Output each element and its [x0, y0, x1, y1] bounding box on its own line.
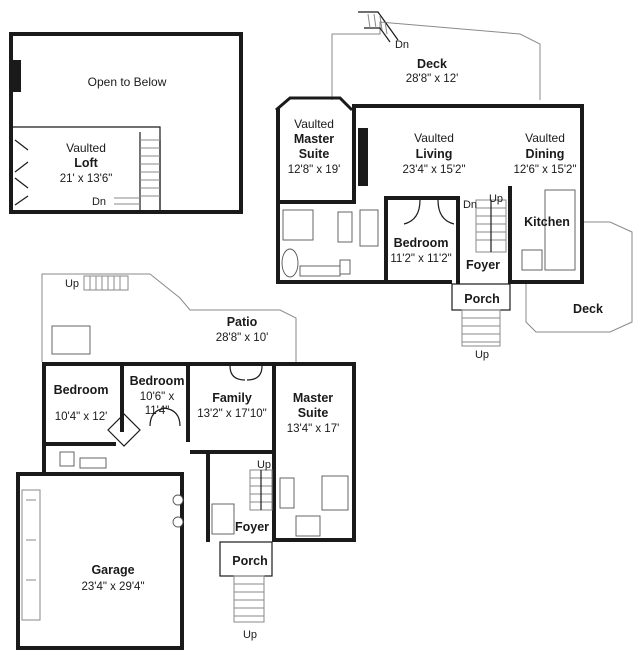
dining-vaulted: Vaulted [525, 131, 565, 145]
kitchen-name: Kitchen [524, 215, 570, 229]
loft-name: Loft [74, 156, 98, 170]
lower-master-line1: Master [293, 391, 333, 405]
lower-foyer-name: Foyer [235, 520, 269, 534]
main-master-line1: Master [294, 132, 334, 146]
lower-patio-stair-up: Up [65, 278, 79, 290]
loft-dim: 21' x 13'6" [60, 173, 113, 185]
loft-stair [114, 132, 161, 210]
main-stair [475, 199, 507, 253]
garage-name: Garage [91, 563, 134, 577]
lower-master-line2: Suite [298, 406, 329, 420]
family-dim: 13'2" x 17'10" [197, 408, 266, 420]
main-master-line2: Suite [299, 147, 330, 161]
loft-plan: Open to Below Vaulted Loft 21' x 13'6" D… [9, 32, 243, 214]
main-porch-name: Porch [464, 292, 499, 306]
main-foyer-name: Foyer [466, 258, 500, 272]
main-master-dim: 12'8" x 19' [288, 164, 341, 176]
open-to-below-label: Open to Below [88, 75, 167, 89]
deck-stair [358, 11, 399, 43]
deck-stair-dn: Dn [395, 39, 409, 51]
lower-porch-name: Porch [232, 554, 267, 568]
main-stair-up: Up [489, 193, 503, 205]
living-dim: 23'4" x 15'2" [402, 164, 465, 176]
lower-main-stair-up: Up [257, 459, 271, 471]
patio-name: Patio [227, 315, 258, 329]
loft-stair-dn: Dn [92, 196, 106, 208]
family-name: Family [212, 391, 252, 405]
lower-bedroom2-dim2: 11'4" [145, 405, 170, 417]
main-bedroom-dim: 11'2" x 11'2" [390, 253, 451, 265]
side-deck-name: Deck [573, 302, 603, 316]
lower-bedroom1-dim: 10'4" x 12' [55, 411, 108, 423]
top-deck-name: Deck [417, 57, 447, 71]
living-vaulted: Vaulted [414, 131, 454, 145]
lower-patio-stair [83, 275, 129, 291]
lower-bedroom2-dim1: 10'6" x [140, 391, 175, 403]
dining-dim: 12'6" x 15'2" [513, 164, 576, 176]
lower-master-dim: 13'4" x 17' [287, 423, 340, 435]
lower-bedroom1-name: Bedroom [54, 383, 109, 397]
loft-vaulted-label: Vaulted [66, 141, 106, 155]
main-bedroom-name: Bedroom [394, 236, 449, 250]
garage-dim: 23'4" x 29'4" [81, 581, 144, 593]
main-floor-plan: Dn Deck 28'8" x 12' [275, 11, 633, 361]
lower-bedroom2-name: Bedroom [130, 374, 185, 388]
main-stair-dn: Dn [463, 199, 477, 211]
living-name: Living [416, 147, 453, 161]
patio-dim: 28'8" x 10' [216, 332, 269, 344]
main-master-vaulted: Vaulted [294, 117, 334, 131]
main-porch-up: Up [475, 349, 489, 361]
lower-porch-up: Up [243, 629, 257, 641]
dining-name: Dining [526, 147, 565, 161]
top-deck-dim: 28'8" x 12' [406, 73, 459, 85]
lower-main-stair [249, 469, 273, 511]
lower-floor-plan: Up Patio 28'8" x 10' [16, 273, 356, 650]
